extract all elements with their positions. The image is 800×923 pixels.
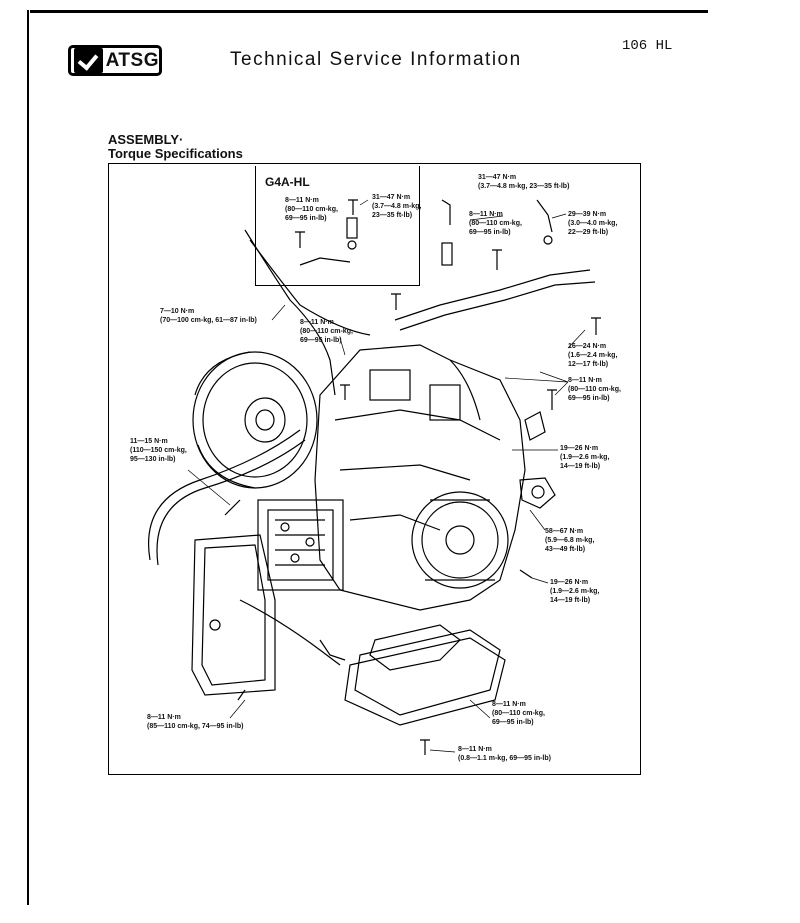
sensors: [519, 199, 556, 509]
wiring-harness: [239, 599, 346, 666]
torque-callout-top-a: 31—47 N·m(3.7—4.8 m-kg, 23—35 ft-lb): [478, 174, 570, 190]
oil-cooler-lines: [148, 229, 596, 566]
torque-callout-right-a: 29—39 N·m(3.0—4.0 m-kg,22—29 ft-lb): [568, 211, 618, 236]
bolts: [224, 199, 601, 755]
torque-callout-inset-a: 8—11 N·m(80—110 cm-kg,69—95 in-lb): [285, 197, 338, 222]
inset-parts: [299, 199, 453, 266]
torque-callout-right-c: 8—11 N·m(80—110 cm-kg,69—95 in-lb): [568, 377, 621, 402]
torque-callout-right-e: 58—67 N·m(5.9—6.8 m-kg,43—49 ft-lb): [545, 528, 595, 553]
torque-callout-right-f: 19—26 N·m(1.9—2.6 m-kg,14—19 ft-lb): [550, 579, 600, 604]
torque-callout-bottom-b: 8—11 N·m(80—110 cm-kg,69—95 in-lb): [492, 701, 545, 726]
leader-lines: [187, 199, 586, 753]
valve-body: [257, 499, 344, 591]
torque-converter: [192, 351, 318, 489]
oil-pan: [344, 624, 506, 726]
torque-callout-inset-b: 31—47 N·m(3.7—4.8 m-kg,23—35 ft-lb): [372, 194, 422, 219]
logo-text: ATSG: [105, 49, 159, 71]
side-cover: [191, 534, 276, 696]
torque-callout-left-b: 11—15 N·m(110—150 cm-kg,95—130 in-lb): [130, 438, 187, 463]
top-rule: [30, 10, 708, 13]
left-rule: [27, 10, 29, 905]
torque-callout-left-a: 7—10 N·m(70—100 cm-kg, 61—87 in-lb): [160, 308, 257, 324]
torque-callout-bottom-c: 8—11 N·m(0.8—1.1 m-kg, 69—95 in-lb): [458, 746, 551, 762]
section-heading: ASSEMBLY·: [108, 132, 184, 147]
checkmark-icon: [74, 48, 103, 73]
torque-callout-bottom-a: 8—11 N·m(85—110 cm-kg, 74—95 in-lb): [147, 714, 244, 730]
torque-callout-mid-a: 8—11 N·m(80—110 cm-kg,69—95 in-lb): [300, 319, 353, 344]
document-number: 106 HL: [622, 38, 673, 54]
inset-box: [255, 166, 420, 286]
atsg-logo: ATSG: [68, 45, 162, 76]
torque-callout-right-d: 19—26 N·m(1.9—2.6 m-kg,14—19 ft-lb): [560, 445, 610, 470]
torque-callout-top-b: 8—11 N·m(80—110 cm-kg,69—95 in-lb): [469, 211, 522, 236]
inset-title: G4A-HL: [265, 175, 310, 189]
torque-callout-right-b: 16—24 N·m(1.6—2.4 m-kg,12—17 ft-lb): [568, 343, 618, 368]
section-subheading: Torque Specifications: [108, 146, 243, 161]
transmission-case: [314, 344, 526, 611]
diagram-frame: [108, 163, 641, 775]
page-title: Technical Service Information: [230, 49, 522, 70]
